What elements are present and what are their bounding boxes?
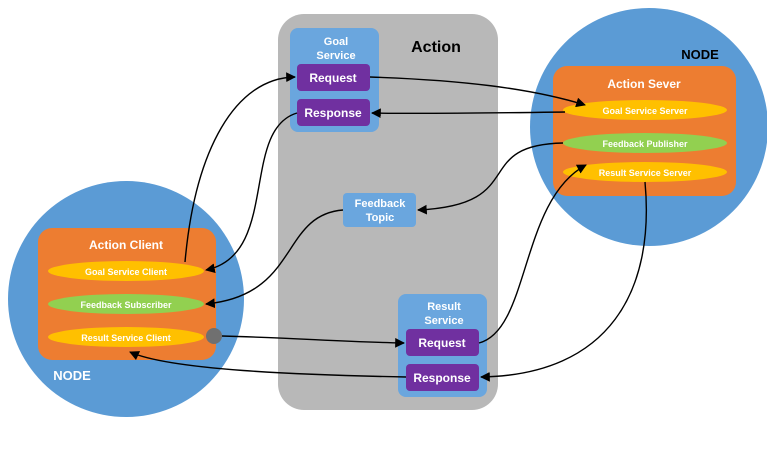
goal-service: Goal Service Request Response	[290, 28, 379, 132]
feedback-topic-line1: Feedback	[355, 198, 407, 210]
action-client-box	[38, 228, 216, 360]
result-service-client-label: Result Service Client	[81, 333, 171, 343]
feedback-publisher	[563, 133, 727, 153]
arrow-topic-to-feedback-subscriber	[205, 209, 344, 309]
arrow-feedback-publisher-to-topic	[417, 142, 564, 215]
goal-service-client-label: Goal Service Client	[85, 267, 167, 277]
result-service-server	[563, 162, 727, 182]
goal-service-server	[563, 100, 727, 120]
result-service-title-line1: Result	[427, 301, 461, 313]
result-service-title-line2: Service	[424, 315, 463, 327]
client-node-label: NODE	[53, 368, 91, 383]
client-node: NODE Action Client Goal Service Client F…	[8, 181, 244, 417]
goal-response-box	[297, 99, 370, 126]
arrow-result-client-to-request	[221, 335, 405, 348]
feedback-publisher-label: Feedback Publisher	[602, 139, 688, 149]
result-service: Result Service Request Response	[398, 294, 487, 397]
goal-service-title-line1: Goal	[324, 36, 348, 48]
server-node: NODE Action Sever Goal Service Server Fe…	[530, 8, 767, 246]
goal-service-server-label: Goal Service Server	[602, 106, 688, 116]
connectors	[129, 72, 647, 382]
action-server-title: Action Sever	[607, 77, 681, 91]
goal-service-title-line2: Service	[316, 50, 355, 62]
action-server-box	[553, 66, 736, 196]
result-request-box	[406, 329, 479, 356]
result-service-client	[48, 327, 204, 347]
result-response-label: Response	[413, 371, 471, 385]
arrow-goal-server-to-response	[371, 108, 566, 119]
action-title: Action	[411, 39, 461, 56]
arrow-response-to-result-client	[129, 351, 407, 378]
arrow-result-server-to-response	[480, 181, 647, 382]
arrow-request-to-goal-server	[369, 76, 586, 108]
goal-request-label: Request	[309, 71, 356, 85]
feedback-topic-line2: Topic	[366, 212, 395, 224]
result-response-box	[406, 364, 479, 391]
arrow-goal-client-to-request	[184, 72, 296, 263]
feedback-topic: Feedback Topic	[343, 193, 416, 227]
arrow-request-to-result-server	[478, 164, 587, 344]
action-client-title: Action Client	[89, 238, 163, 252]
goal-response-label: Response	[304, 106, 362, 120]
goal-request-box	[297, 64, 370, 91]
result-request-label: Request	[418, 336, 465, 350]
goal-service-client	[48, 261, 204, 281]
feedback-subscriber	[48, 294, 204, 314]
connector-dot	[206, 328, 222, 344]
server-node-label: NODE	[681, 47, 719, 62]
result-service-server-label: Result Service Server	[599, 168, 692, 178]
arrow-response-to-goal-client	[205, 112, 298, 274]
feedback-topic-box	[343, 193, 416, 227]
feedback-subscriber-label: Feedback Subscriber	[80, 300, 172, 310]
